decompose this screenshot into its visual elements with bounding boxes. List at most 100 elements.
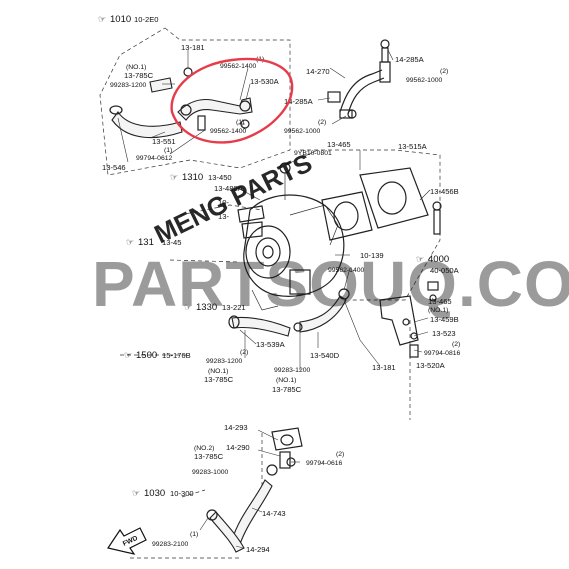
svg-text:99794-0612: 99794-0612	[136, 155, 173, 162]
bracket-icon: ☞	[170, 172, 178, 182]
svg-text:10-2E0: 10-2E0	[134, 15, 159, 24]
ref-1310[interactable]: ☞ 1310 13-450	[170, 172, 232, 183]
svg-text:13-465: 13-465	[428, 297, 452, 306]
svg-text:(NO.1): (NO.1)	[428, 307, 448, 314]
part-labels: 13-181 (1) 99562-1400 13-530A 99562-1400…	[102, 43, 461, 554]
part-13-459b: 13-459B	[430, 315, 459, 324]
svg-text:13-465: 13-465	[327, 140, 351, 149]
svg-text:10-: 10-	[218, 198, 229, 207]
svg-text:13-45: 13-45	[162, 238, 181, 247]
part-14-293: 14-293	[224, 423, 248, 432]
svg-text:1030: 1030	[144, 488, 165, 499]
part-13-523: 13-523	[432, 329, 456, 338]
svg-text:1330: 1330	[196, 302, 217, 313]
part-13-546: 13-546	[102, 163, 126, 172]
turbocharger-body	[237, 162, 345, 311]
part-13-540d: 13-540D	[310, 351, 340, 360]
svg-text:(2): (2)	[318, 119, 326, 126]
svg-text:1010: 1010	[110, 14, 131, 25]
bracket-icon: ☞	[416, 254, 424, 264]
part-13-530a: 13-530A	[250, 77, 280, 86]
water-pipes	[228, 288, 350, 337]
svg-text:99562-1400: 99562-1400	[328, 267, 365, 274]
svg-text:13-221: 13-221	[222, 303, 246, 312]
svg-text:(1): (1)	[164, 147, 172, 154]
ref-1030[interactable]: ☞ 1030 10-300	[132, 488, 194, 499]
svg-text:(NO.1): (NO.1)	[276, 377, 296, 384]
part-13-520a: 13-520A	[416, 361, 446, 370]
part-10-139: 10-139	[360, 251, 384, 260]
svg-text:99794-0616: 99794-0616	[306, 460, 343, 467]
bracket-icon: ☞	[132, 488, 140, 498]
part-14-743: 14-743	[262, 509, 286, 518]
bracket-dash-2	[169, 259, 241, 263]
svg-text:10-300: 10-300	[170, 489, 194, 498]
part-14-285a: 14-285A	[395, 55, 425, 64]
oil-return-pipe	[206, 427, 303, 553]
svg-text:(1): (1)	[236, 119, 244, 126]
svg-text:(2): (2)	[440, 68, 448, 75]
highlight-circle	[170, 57, 294, 144]
oil-pipe-14-270	[327, 39, 391, 119]
part-13-785c: 13-785C	[124, 71, 154, 80]
part-14-294: 14-294	[246, 545, 270, 554]
part-13-456b: 13-456B	[430, 187, 459, 196]
svg-text:99283-1200: 99283-1200	[206, 358, 243, 365]
bracket-13-520a	[379, 281, 439, 358]
svg-text:13-785C: 13-785C	[194, 452, 224, 461]
part-13-515a: 13-515A	[398, 142, 428, 151]
svg-text:(NO.2): (NO.2)	[194, 445, 214, 452]
svg-text:13-785C: 13-785C	[272, 385, 302, 394]
svg-text:(NO.1): (NO.1)	[208, 368, 228, 375]
upper-oil-pipe-group	[99, 27, 291, 176]
svg-text:1500: 1500	[136, 350, 157, 361]
bracket-icon: ☞	[184, 302, 192, 312]
svg-text:(NO.1): (NO.1)	[126, 64, 146, 71]
svg-text:99283-1200: 99283-1200	[110, 82, 147, 89]
part-13-480a: 13-480A	[214, 184, 244, 193]
svg-text:1310: 1310	[182, 172, 203, 183]
part-14-270: 14-270	[306, 67, 330, 76]
svg-text:99283-2100: 99283-2100	[152, 541, 189, 548]
part-13-181-top: 13-181	[181, 43, 205, 52]
gaskets	[321, 167, 442, 241]
fwd-arrow-icon: FWD	[107, 527, 147, 555]
leader-lines	[117, 49, 434, 549]
svg-text:99794-0816: 99794-0816	[424, 350, 461, 357]
svg-text:131: 131	[138, 237, 154, 248]
svg-text:(2): (2)	[240, 349, 248, 356]
hose-13-546	[109, 67, 193, 139]
svg-text:(2): (2)	[452, 341, 460, 348]
part-99562-1400: 99562-1400	[220, 63, 257, 70]
svg-text:14-285A: 14-285A	[284, 97, 314, 106]
ref-1330[interactable]: ☞ 1330 13-221	[184, 302, 246, 313]
svg-text:13-785C: 13-785C	[204, 375, 234, 384]
part-13-539a: 13-539A	[256, 340, 286, 349]
part-13-551: 13-551	[152, 137, 176, 146]
ref-1500[interactable]: ☞ 1500 15-176B	[124, 350, 191, 361]
svg-text:99283-1000: 99283-1000	[192, 469, 229, 476]
svg-text:15-176B: 15-176B	[162, 351, 191, 360]
ref-4000[interactable]: ☞ 4000 40-050A	[416, 254, 460, 275]
turbo-outlet-group	[300, 149, 441, 301]
watermark-partsouq: PARTSOUQ.COM	[92, 248, 569, 320]
svg-text:99283-1200: 99283-1200	[274, 367, 311, 374]
svg-text:9YB10-0801: 9YB10-0801	[294, 150, 332, 157]
reference-callouts: ☞ 1010 10-2E0 ☞ 1310 13-450 ☞ 131 ☞ 1330…	[98, 14, 460, 499]
ref-131[interactable]: ☞ 131	[126, 237, 154, 248]
svg-text:13-450: 13-450	[208, 173, 232, 182]
ref-1010[interactable]: ☞ 1010 10-2E0	[98, 14, 159, 25]
svg-text:4000: 4000	[428, 254, 449, 265]
svg-text:99562-1000: 99562-1000	[406, 77, 443, 84]
svg-text:13-: 13-	[218, 212, 229, 221]
svg-text:99562-1400: 99562-1400	[210, 128, 247, 135]
svg-text:(1): (1)	[190, 531, 198, 538]
svg-text:40-050A: 40-050A	[430, 266, 460, 275]
bracket-icon: ☞	[126, 237, 134, 247]
part-14-290: 14-290	[226, 443, 250, 452]
part-13-181: 13-181	[372, 363, 396, 372]
svg-text:(2): (2)	[336, 451, 344, 458]
svg-text:99562-1000: 99562-1000	[284, 128, 321, 135]
bracket-icon: ☞	[124, 350, 132, 360]
